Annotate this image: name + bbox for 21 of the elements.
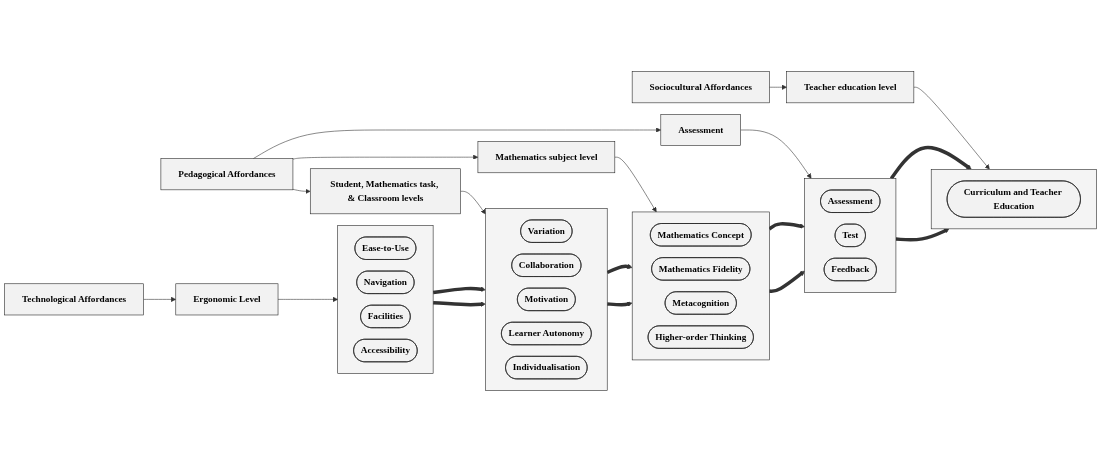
node-box: Pedagogical Affordances <box>160 158 294 191</box>
cluster <box>337 225 434 374</box>
node-box: Technological Affordances <box>4 283 144 316</box>
arrow <box>769 270 805 293</box>
arrow <box>606 263 633 275</box>
arrow <box>895 228 950 242</box>
node-box: Ergonomic Level <box>175 283 279 316</box>
cluster <box>485 208 608 391</box>
node-box: Teacher education level <box>786 71 915 104</box>
cluster <box>930 169 1097 230</box>
node-box: Mathematics subject level <box>477 141 616 174</box>
arrow <box>433 300 486 307</box>
node-box: Assessment <box>660 114 741 146</box>
arrow <box>607 301 633 307</box>
arrow <box>889 145 972 180</box>
arrow <box>432 286 486 295</box>
node-box: Sociocultural Affordances <box>631 71 770 104</box>
arrow <box>768 222 805 231</box>
cluster <box>631 211 770 361</box>
cluster <box>804 178 897 293</box>
node-box: Student, Mathematics task, & Classroom levels <box>309 168 461 215</box>
